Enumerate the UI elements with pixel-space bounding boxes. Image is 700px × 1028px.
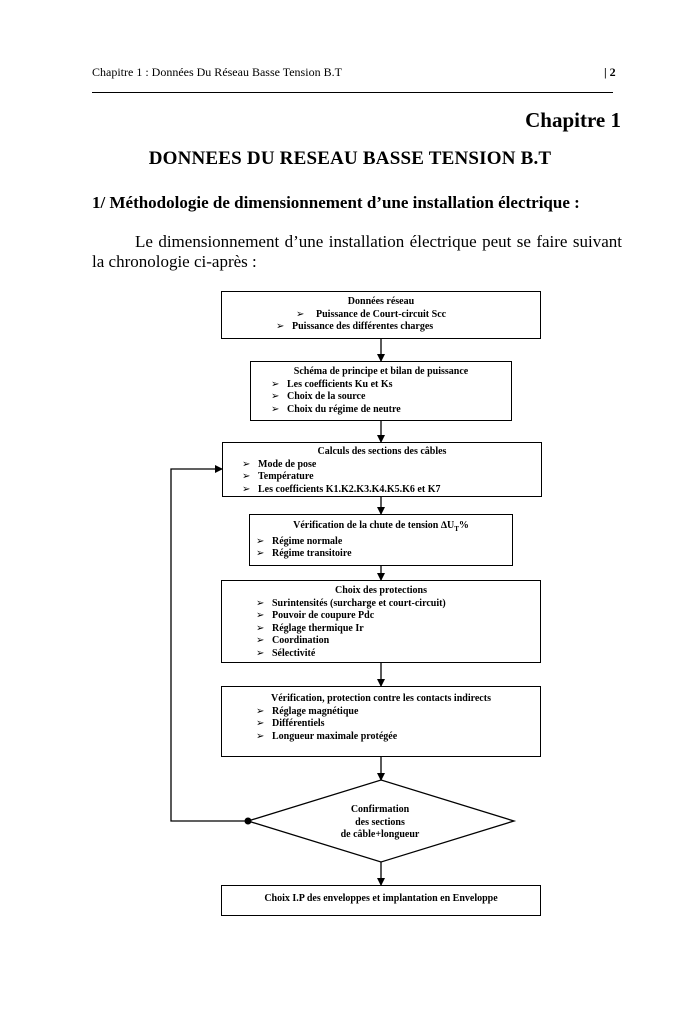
- flow-box-protections: Choix des protections Surintensités (sur…: [221, 580, 541, 663]
- list-item: Réglage thermique Ir: [250, 623, 540, 636]
- list-item: Choix du régime de neutre: [265, 404, 511, 417]
- decision-line: de câble+longueur: [340, 829, 420, 840]
- flow-box-title: Données réseau: [347, 296, 415, 307]
- intro-paragraph: Le dimensionnement d’une installation él…: [92, 232, 622, 271]
- flow-box-title: Choix des protections: [334, 585, 428, 596]
- list-item: Coordination: [250, 635, 540, 648]
- flow-box-cable-sections: Calculs des sections des câbles Mode de …: [222, 442, 542, 497]
- list-item: Les coefficients Ku et Ks: [265, 379, 511, 392]
- list-item: Réglage magnétique: [250, 706, 540, 719]
- running-header-title: Chapitre 1 : Données Du Réseau Basse Ten…: [92, 65, 342, 79]
- list-item: Longueur maximale protégée: [250, 731, 540, 744]
- list-item: Puissance de Court-circuit Scc: [290, 309, 540, 322]
- flow-box-title: Choix I.P des enveloppes et implantation…: [264, 893, 498, 904]
- list-item: Régime transitoire: [250, 548, 512, 561]
- page-number: | 2: [604, 65, 616, 79]
- list-item: Surintensités (surcharge et court-circui…: [250, 598, 540, 611]
- flow-box-principle-diagram: Schéma de principe et bilan de puissance…: [250, 361, 512, 421]
- list-item: Puissance des différentes charges: [270, 321, 540, 334]
- flow-box-title: Schéma de principe et bilan de puissance: [293, 366, 469, 377]
- flow-box-title: Vérification de la chute de tension ∆UT%: [293, 520, 469, 533]
- flow-box-network-data: Données réseau Puissance de Court-circui…: [221, 291, 541, 339]
- flow-box-ip-enclosures: Choix I.P des enveloppes et implantation…: [221, 885, 541, 916]
- header-rule: [92, 92, 613, 93]
- decision-line: Confirmation: [350, 804, 410, 815]
- list-item: Sélectivité: [250, 648, 540, 661]
- page-title: DONNEES DU RESEAU BASSE TENSION B.T: [148, 148, 552, 169]
- list-item: Choix de la source: [265, 391, 511, 404]
- list-item: Différentiels: [250, 718, 540, 731]
- list-item: Température: [236, 471, 541, 484]
- decision-line: des sections: [355, 816, 405, 828]
- list-item: Les coefficients K1.K2.K3.K4.K5.K6 et K7: [236, 484, 541, 497]
- decision-text: Confirmation des sections de câble+longu…: [310, 804, 450, 842]
- flow-box-voltage-drop: Vérification de la chute de tension ∆UT%…: [249, 514, 513, 566]
- list-item: Mode de pose: [236, 459, 541, 472]
- chapter-label: Chapitre 1: [525, 108, 621, 132]
- flow-box-title: Vérification, protection contre les cont…: [271, 693, 491, 704]
- section-heading: 1/ Méthodologie de dimensionnement d’une…: [92, 193, 580, 212]
- list-item: Pouvoir de coupure Pdc: [250, 610, 540, 623]
- list-item: Régime normale: [250, 536, 512, 549]
- flow-box-title: Calculs des sections des câbles: [317, 446, 447, 457]
- loop-back-line: [170, 465, 248, 822]
- flow-box-indirect-contacts: Vérification, protection contre les cont…: [221, 686, 541, 757]
